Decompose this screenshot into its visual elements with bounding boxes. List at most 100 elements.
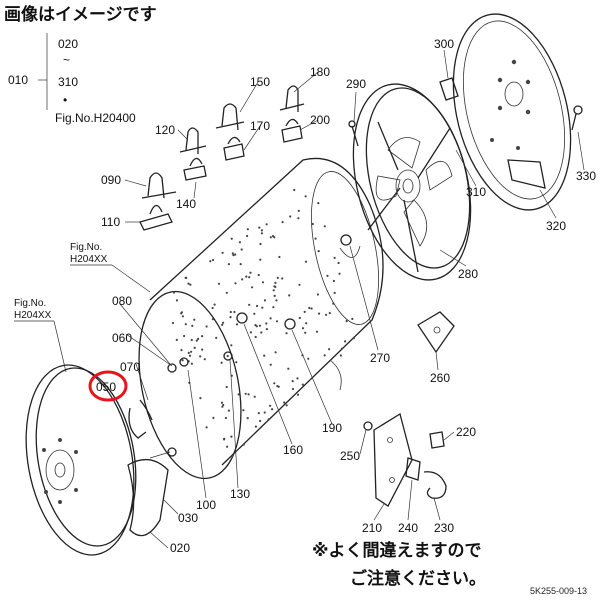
perforation-hole [213, 303, 216, 306]
label-140: 140 [176, 197, 196, 211]
perforation-hole [254, 335, 257, 339]
perforation-hole [240, 248, 243, 251]
perforation-hole [212, 258, 215, 262]
perforation-hole [288, 294, 291, 297]
bracket-200 [281, 118, 303, 143]
left-wheel [25, 364, 137, 556]
label-150: 150 [250, 75, 270, 89]
perforation-hole [298, 283, 301, 286]
warning-line-2: ご注意ください。 [350, 568, 486, 589]
perforation-hole [259, 242, 262, 246]
doc-code: 5K255-009-13 [530, 586, 587, 596]
perforation-hole [340, 347, 344, 350]
perforation-hole [296, 393, 300, 396]
nuts-060-080 [167, 357, 189, 373]
perforation-hole [234, 253, 237, 256]
label-240: 240 [398, 521, 418, 535]
perforation-hole [285, 404, 288, 407]
perforation-hole [190, 350, 193, 353]
perforation-hole [226, 445, 229, 448]
perforation-hole [263, 299, 267, 302]
perforation-hole [257, 273, 260, 277]
perforation-hole [212, 416, 215, 419]
perforation-hole [180, 312, 183, 315]
perforation-hole [189, 283, 192, 286]
perforation-hole [260, 229, 263, 232]
perforation-hole [201, 348, 204, 351]
perforation-hole [315, 330, 319, 333]
label-230: 230 [434, 521, 454, 535]
perforation-hole [273, 382, 276, 385]
perforation-hole [275, 320, 279, 323]
perforation-hole [185, 276, 188, 279]
perforation-hole [229, 310, 232, 314]
perforation-hole [337, 261, 340, 265]
perforation-hole [258, 226, 261, 229]
perforation-hole [265, 322, 268, 325]
perforation-hole [187, 351, 190, 354]
label-080: 080 [112, 294, 132, 308]
perforation-hole [271, 408, 274, 411]
perforation-hole [260, 331, 263, 334]
perforation-hole [291, 380, 294, 383]
perforation-hole [283, 401, 286, 404]
perforation-hole [223, 438, 226, 441]
perforation-hole [251, 286, 254, 289]
group-label: 010 [8, 73, 28, 87]
perforation-hole [247, 393, 250, 396]
perforation-hole [246, 417, 249, 420]
perforation-hole [237, 393, 240, 396]
perforation-hole [222, 321, 225, 324]
perforation-hole [269, 363, 272, 366]
bolt-130 [223, 351, 233, 361]
nut-250 [363, 421, 373, 431]
label-070: 070 [120, 360, 140, 374]
perforation-hole [246, 228, 249, 231]
label-270: 270 [370, 351, 390, 365]
perforation-hole [211, 306, 214, 310]
bracket-140 [183, 157, 207, 181]
fig-ref-left: Fig.No. H204XX [14, 298, 67, 373]
perforation-hole [230, 237, 233, 240]
rear-plate-320 [452, 13, 572, 211]
perforation-hole [273, 285, 276, 288]
perforation-hole [190, 338, 193, 342]
warning-line-1: ※よく間違えますので [312, 540, 482, 561]
perforation-hole [239, 263, 242, 266]
bolt-190 [284, 318, 296, 330]
fig-ref-middle: Fig.No. H204XX [70, 242, 151, 293]
perforation-hole [333, 256, 336, 259]
perforation-hole [285, 332, 288, 335]
perforation-hole [296, 377, 299, 380]
perforation-hole [242, 409, 245, 412]
perforation-hole [235, 323, 239, 326]
perforation-hole [291, 387, 295, 391]
perforation-hole [267, 418, 270, 421]
u-bolt-180 [279, 85, 305, 112]
label-220: 220 [456, 425, 476, 439]
perforation-hole [205, 426, 208, 429]
perforation-hole [332, 302, 335, 305]
label-170: 170 [250, 119, 270, 133]
label-100: 100 [196, 498, 216, 512]
perforation-hole [234, 282, 237, 285]
fig-ref-top: Fig.No.H20400 [55, 111, 136, 125]
perforation-hole [310, 307, 313, 310]
perforation-hole [195, 339, 198, 342]
perforation-hole [209, 260, 212, 263]
perforation-hole [221, 251, 224, 254]
perforation-hole [222, 403, 225, 407]
perforation-hole [259, 258, 262, 261]
perforation-hole [325, 313, 328, 316]
perforation-hole [298, 316, 301, 320]
perforation-hole [269, 236, 272, 239]
perforation-hole [253, 312, 256, 315]
svg-text:H204XX: H204XX [14, 310, 52, 321]
perforation-hole [227, 409, 230, 412]
perforation-hole [328, 312, 331, 315]
bracket-240 [405, 457, 421, 481]
label-030: 030 [178, 511, 198, 525]
pin-290 [348, 120, 359, 147]
label-180: 180 [310, 65, 330, 79]
perforation-hole [278, 255, 281, 259]
